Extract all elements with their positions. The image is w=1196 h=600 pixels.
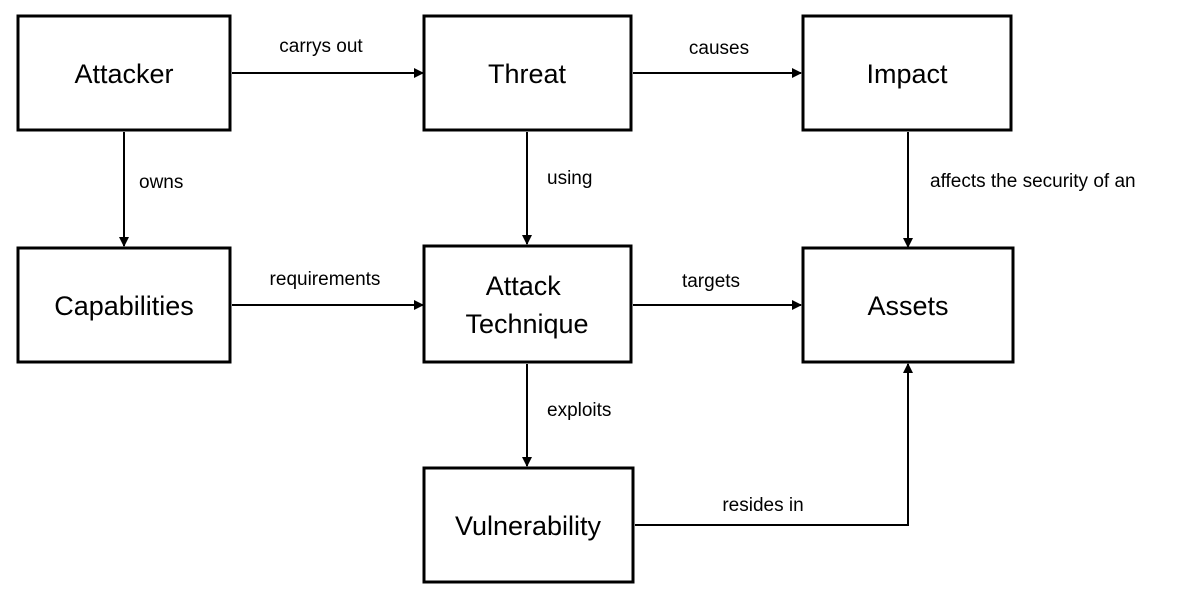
edge-threat-technique: using: [522, 132, 592, 245]
node-vulnerability-box: [422, 466, 635, 584]
edge-impact-assets: affects the security of an: [903, 132, 1136, 248]
node-attack-technique-line1: Attack: [486, 271, 562, 301]
edge-label-resides-in: resides in: [722, 495, 803, 516]
node-attacker: Attacker: [16, 14, 232, 132]
node-attack-technique-line2: Technique: [465, 309, 588, 339]
edge-label-requirements: requirements: [270, 269, 381, 290]
edge-technique-vulnerability: exploits: [522, 364, 611, 467]
edge-attacker-capabilities: owns: [119, 132, 183, 247]
edge-threat-impact: causes: [633, 38, 802, 78]
node-impact-box: [801, 14, 1013, 132]
edge-vulnerability-assets: resides in: [635, 363, 913, 526]
node-attack-technique: Attack Technique: [422, 244, 633, 364]
edge-label-affects-security: affects the security of an: [930, 171, 1136, 192]
edge-attacker-threat: carrys out: [232, 36, 424, 78]
edge-label-carrys-out: carrys out: [279, 36, 363, 57]
node-attack-technique-label: Attack Technique: [465, 271, 588, 339]
node-vulnerability-label: Vulnerability: [455, 511, 602, 541]
node-impact: Impact: [801, 14, 1013, 132]
node-impact-label: Impact: [866, 59, 948, 89]
node-threat: Threat: [422, 14, 633, 132]
node-attack-technique-box: [422, 244, 633, 364]
node-vulnerability: Vulnerability: [422, 466, 635, 584]
node-threat-label: Threat: [488, 59, 567, 89]
node-threat-box: [422, 14, 633, 132]
node-capabilities: Capabilities: [16, 246, 232, 364]
node-capabilities-label: Capabilities: [54, 291, 194, 321]
node-attacker-label: Attacker: [74, 59, 173, 89]
node-assets: Assets: [801, 246, 1015, 364]
edge-label-exploits: exploits: [547, 400, 611, 421]
node-assets-box: [801, 246, 1015, 364]
edge-label-using: using: [547, 168, 592, 189]
arrow-vulnerability-to-assets: [635, 363, 913, 526]
edge-label-targets: targets: [682, 271, 740, 292]
edge-label-owns: owns: [139, 172, 183, 193]
node-capabilities-box: [16, 246, 232, 364]
edge-label-causes: causes: [689, 38, 749, 59]
edge-capabilities-technique: requirements: [232, 269, 424, 310]
node-attacker-box: [16, 14, 232, 132]
edge-technique-assets: targets: [633, 271, 802, 310]
node-assets-label: Assets: [867, 291, 948, 321]
